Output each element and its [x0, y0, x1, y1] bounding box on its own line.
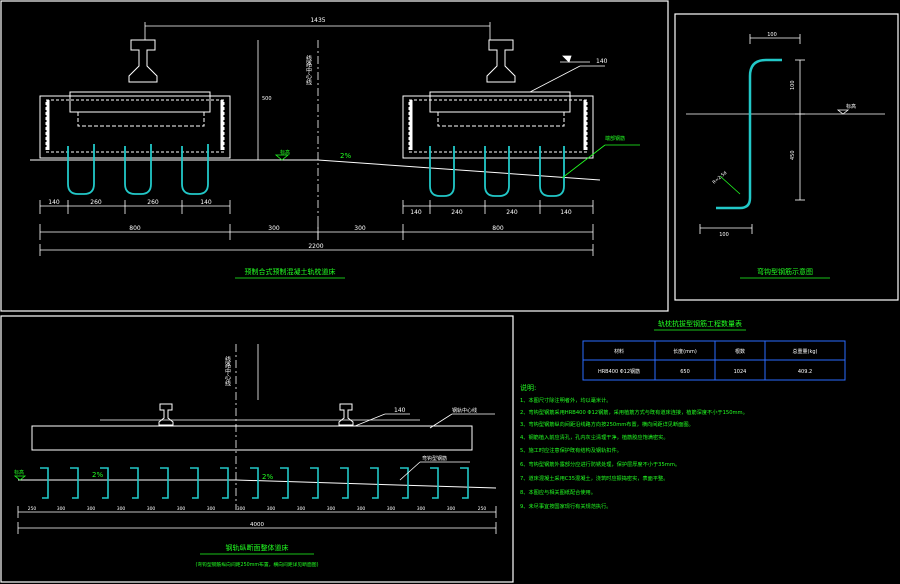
dim-b-long: 450: [790, 150, 796, 160]
dim-c-10: 300: [327, 506, 336, 512]
dim-a-l1: 140: [48, 199, 60, 206]
slope-a: 2%: [340, 152, 351, 160]
dim-c-total: 4000: [250, 522, 264, 528]
dim-c-12: 300: [387, 506, 396, 512]
dim-c-2: 300: [87, 506, 96, 512]
height-dim-a: 500: [262, 96, 272, 102]
subtitle-drawing-c: (弯钩型钢筋纵向间距250mm布置，横向间距详见断面图): [196, 561, 319, 568]
slope-c-right: 2%: [262, 473, 273, 481]
note-9: 9、未尽事宜按国家现行有关规范执行。: [520, 502, 612, 510]
rail-label-a: 140: [596, 58, 608, 65]
note-2: 2、弯钩型钢筋采用HRB400 Φ12钢筋，采用植筋方式与既有道床连接，植筋深度…: [520, 408, 748, 416]
drawing-b: 100 100 450 100 R=2.5d 标高 弯钩型钢筋示意图: [686, 32, 885, 279]
frame-section-a: [0, 0, 669, 312]
dim-c-3: 300: [117, 506, 126, 512]
note-1: 1、本图尺寸除注明者外，均以毫米计。: [520, 396, 612, 404]
table-header-3: 总重量(kg): [793, 348, 818, 355]
title-drawing-a: 预制合式预制混凝土轨枕道床: [245, 267, 336, 276]
frame-section-c: [0, 315, 514, 583]
note-7: 7、道床混凝土采用C35混凝土，浇筑时应振捣密实，表面平整。: [520, 474, 668, 482]
dim-a-main3: 300: [354, 225, 366, 232]
note-5: 5、施工时应注意保护既有结构及钢轨扣件。: [520, 446, 622, 454]
dim-c-13: 300: [417, 506, 426, 512]
dim-c-6: 300: [207, 506, 216, 512]
dim-a-r2: 240: [451, 209, 463, 216]
overall-top-dim: 1435: [310, 17, 325, 24]
dim-c-7: 300: [237, 506, 246, 512]
center-line-text-c: 线路中心线: [224, 355, 231, 386]
table-cell-2: 1024: [734, 369, 747, 375]
dim-c-14: 300: [447, 506, 456, 512]
note-6: 6、弯钩型钢筋外露部分应进行防锈处理，保护层厚度不小于35mm。: [520, 460, 680, 468]
dim-a-r4: 140: [560, 209, 572, 216]
dim-a-l2: 260: [90, 199, 102, 206]
dim-a-total: 2200: [308, 243, 323, 250]
dim-c-9: 300: [297, 506, 306, 512]
dim-c-8: 300: [267, 506, 276, 512]
note-4: 4、钢筋植入前应清孔，孔内灰尘清理干净，植筋胶应饱满密实。: [520, 433, 669, 441]
grade-mark-c: 标高: [14, 469, 24, 476]
dim-a-main1: 800: [129, 225, 141, 232]
dim-a-main4: 800: [492, 225, 504, 232]
title-drawing-c: 钢轨纵断面整体道床: [226, 543, 289, 552]
table-header-2: 根数: [735, 348, 745, 355]
table-title: 轨枕抗拔型钢筋工程数量表: [658, 319, 742, 328]
dim-c-0: 250: [28, 506, 37, 512]
notes: 说明: 1、本图尺寸除注明者外，均以毫米计。 2、弯钩型钢筋采用HRB400 Φ…: [520, 383, 748, 510]
table-header-0: 材料: [614, 348, 624, 355]
title-drawing-b: 弯钩型钢筋示意图: [757, 267, 813, 276]
rebar-note-a: 端部钢筋: [605, 135, 625, 142]
grade-mark-b: 标高: [846, 103, 856, 110]
drawing-a: 1435 线路中心线 500 140: [30, 17, 640, 279]
quantity-table: 轨枕抗拔型钢筋工程数量表 材料 长度(mm) 根数 总重量(kg) HRB400…: [582, 319, 846, 381]
table-cell-0: HRB400 Φ12钢筋: [598, 368, 640, 375]
dim-a-r1: 140: [410, 209, 422, 216]
center-line-text-a: 线路中心线: [305, 54, 312, 85]
notes-heading: 说明:: [520, 383, 536, 392]
dim-b-mid: 100: [790, 80, 796, 90]
slope-c-left: 2%: [92, 471, 103, 479]
dim-a-r3: 240: [506, 209, 518, 216]
dim-c-1: 300: [57, 506, 66, 512]
table-cell-1: 650: [680, 369, 690, 375]
drawing-c: 线路中心线 标高 2% 2%: [13, 344, 497, 568]
label-c-right-top: 钢轨中心线: [452, 407, 477, 414]
note-3: 3、弯钩型钢筋纵向间距沿线路方向按250mm布置，横向间距详见断面图。: [520, 420, 694, 428]
dim-c-4: 300: [147, 506, 156, 512]
table-cell-3: 409.2: [798, 369, 812, 375]
dim-a-l3: 260: [147, 199, 159, 206]
rail-label-c: 140: [394, 407, 406, 414]
note-8: 8、本图应与相关图纸配合使用。: [520, 488, 596, 496]
label-c-right-mid: 弯钩型钢筋: [422, 455, 447, 462]
dim-c-5: 300: [177, 506, 186, 512]
dim-b-radius: R=2.5d: [711, 170, 728, 186]
dim-c-15: 250: [478, 506, 487, 512]
dim-b-top: 100: [767, 32, 777, 38]
frame-section-b: [674, 13, 899, 301]
dim-c-11: 300: [357, 506, 366, 512]
table-header-1: 长度(mm): [673, 348, 697, 355]
dim-b-bottom: 100: [719, 232, 729, 238]
dim-a-main2: 300: [268, 225, 280, 232]
dim-a-l4: 140: [200, 199, 212, 206]
grade-mark-a: 标高: [280, 149, 290, 156]
